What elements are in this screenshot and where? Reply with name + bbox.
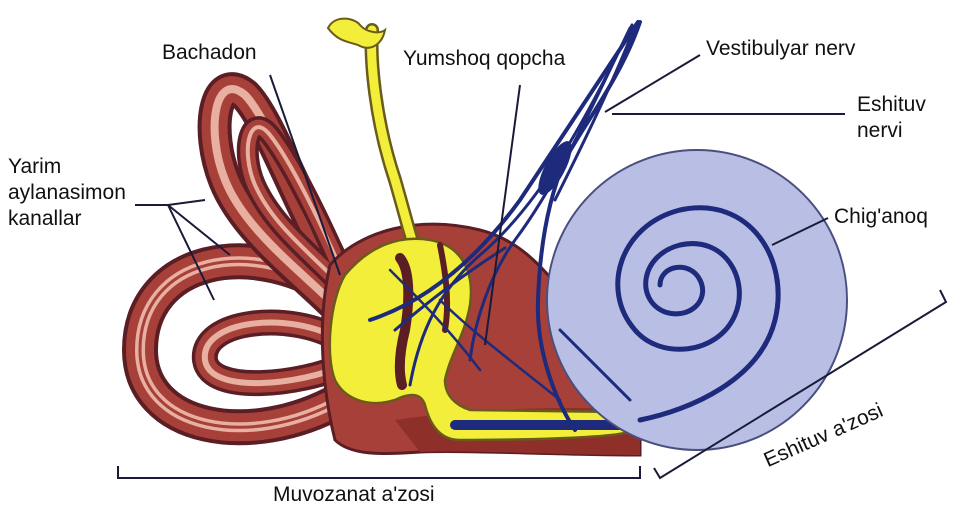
label-eshituv-nervi: Eshituv nervi [857,92,926,144]
label-yarim-aylanasimon: Yarim aylanasimon kanallar [8,154,126,232]
label-vestibulyar-nerv: Vestibulyar nerv [706,36,855,62]
label-chiganoq: Chig'anoq [834,204,928,230]
label-yumshoq-qopcha: Yumshoq qopcha [403,46,565,72]
label-yarim-line3: kanallar [8,206,126,232]
label-eshituv-nervi-line1: Eshituv [857,92,926,118]
label-muvozanat-azosi: Muvozanat a'zosi [273,482,435,506]
bracket-muvozanat [118,466,640,478]
label-yarim-line1: Yarim [8,154,126,180]
semicircular-canals [140,89,355,427]
label-bachadon: Bachadon [162,40,257,66]
cochlea [547,150,847,450]
label-yarim-line2: aylanasimon [8,180,126,206]
endolymphatic-duct [328,19,415,250]
label-eshituv-nervi-line2: nervi [857,118,926,144]
